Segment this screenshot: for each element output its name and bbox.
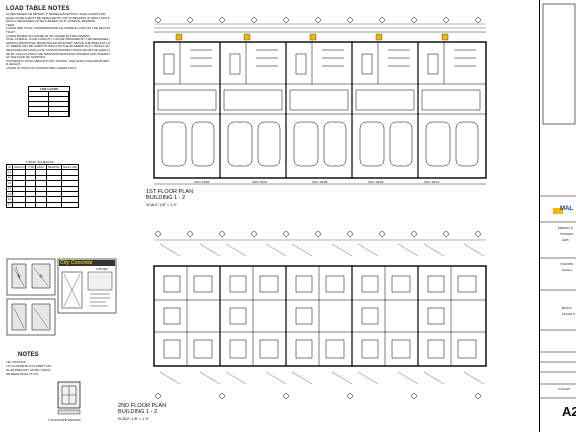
details-label: TOPVIEW <box>96 268 108 271</box>
title-block-line-6: BUILDI <box>562 306 572 310</box>
note-line: ALUES BASED ON MIDWAY P SERIES EXCEPTION… <box>6 13 106 16</box>
section-note-line: TEL OPTIONS <box>6 360 26 364</box>
title-block-lines <box>539 3 576 399</box>
note-line: TIGHT. <box>6 30 16 34</box>
title-block-line-7: FLOOR P <box>562 312 576 316</box>
plan1-scale: SCALE: 1/8" = 1'-0" <box>146 202 178 207</box>
section-note-line: ULAR PRECAST LINTEL (NFPA) <box>6 368 51 372</box>
live-loads-row <box>29 102 69 107</box>
lintel-cell <box>60 201 80 209</box>
live-loads-row <box>29 107 69 112</box>
lintel-details <box>6 258 117 336</box>
note-line: OR ALL RECESSED LINTELS BASED ON 8" NOMI… <box>6 20 97 24</box>
note-line: CT REBAR MAY BE SUBSTITUTED FOR THE #5 R… <box>6 45 110 49</box>
plan1-title: 1ST FLOOR PLAN <box>146 189 194 195</box>
live-loads-row <box>29 112 69 116</box>
lintel-cell <box>35 201 48 209</box>
lintel-row: L7 <box>6 201 80 209</box>
note-line: ONAL LATERAL LOAD CAPACITY CAN BE OBTAIN… <box>6 38 110 42</box>
title-block <box>539 0 576 432</box>
title-block-line-1: MIDWAY P <box>558 226 573 230</box>
live-loads-title: LIVE LOADS <box>29 87 69 92</box>
note-line: TEED. <box>6 23 15 27</box>
lintel-cell <box>46 201 62 209</box>
unit-label-2: UNIT 02/07 <box>252 180 268 184</box>
load-table-notes: ALUES BASED ON MIDWAY P SERIES EXCEPTION… <box>6 13 110 71</box>
first-floor-plan <box>153 17 487 185</box>
note-line: ADDING ADDITIONAL REINFORCED MASONRY ABO… <box>6 41 110 45</box>
title-block-line-4: 7410 MID <box>560 262 574 266</box>
sheet-number: A2 <box>562 404 576 419</box>
escape-window-label: TYP ESCAPE WINDOW <box>48 418 81 422</box>
lintel-cell: L7 <box>6 201 13 209</box>
title-block-line-5: OCALA <box>562 268 573 272</box>
section-note-line: T'S CONCRETE CST-KRETT OR <box>6 364 51 368</box>
load-table-notes-title: LOAD TABLE NOTES <box>6 6 70 12</box>
first-floor-plan-title: 1ST FLOOR PLAN BUILDING 1 - 2 SCALE: 1/8… <box>146 189 193 208</box>
plan2-subtitle: BUILDING 1 - 2 <box>118 409 158 416</box>
note-line: SE BY CALCULATING THE MAXIMUM RESISTING … <box>6 52 110 56</box>
title-block-date: 01.20.2025 <box>558 388 570 391</box>
live-loads-row <box>29 97 69 102</box>
note-line: CONVERTS LINTEL HEIGHTS NOT SHOWN. USE S… <box>6 59 110 63</box>
second-floor-plan <box>153 231 487 399</box>
unit-label-5: UNIT 05/10 <box>424 180 440 184</box>
escape-window-detail <box>57 381 81 415</box>
note-line: DESIGNER MAY EVALUATE CONCENTRATED LOADS… <box>6 48 110 52</box>
live-loads-row <box>29 92 69 97</box>
lintel-schedule-title: LINTEL SCHEDULE <box>26 160 54 164</box>
unit-label-4: UNIT 04/09 <box>368 180 384 184</box>
second-floor-plan-title: 2ND FLOOR PLAN BUILDING 1 - 2 SCALE: 1/8… <box>118 403 166 422</box>
note-line: ELED LINTELS MUST BE REDUCED BY 33% IF B… <box>6 16 110 20</box>
note-line: LOADS IN UNITS OF POUNDS PER LINEAR FOOT <box>6 66 77 70</box>
plan2-scale: SCALE: 1/8" = 1'-0" <box>118 416 150 421</box>
section-notes-title: NOTES <box>18 352 39 358</box>
note-line: LOADS BASED ON GRADE 40 OR GRADE 60 FIEL… <box>6 34 91 38</box>
title-block-line-3: 2025 <box>562 238 569 242</box>
lintel-cell <box>25 201 37 209</box>
title-block-line-2: TOWNHO <box>560 232 574 236</box>
live-loads-table: LIVE LOADS <box>28 86 70 117</box>
note-line: LOADS ARE TOTAL SUPERIMPOSED ALLOWABLE L… <box>6 27 110 31</box>
plan1-subtitle: BUILDING 1 - 2 <box>146 195 186 202</box>
plan2-title: 2ND FLOOR PLAN <box>118 403 167 409</box>
note-line: AT THE FACE OF SUPPORT. <box>6 56 46 60</box>
details-brand: City Concrete <box>60 260 93 266</box>
unit-label-3: UNIT 03/08 <box>312 180 328 184</box>
section-note-line: EE DEAD PAGE 27-ST) <box>6 372 39 376</box>
title-block-company: MAL <box>560 206 573 212</box>
note-line: R HEIGHT. <box>6 63 21 67</box>
lintel-cell <box>11 201 27 209</box>
unit-label-1: UNIT 01/06 <box>194 180 210 184</box>
